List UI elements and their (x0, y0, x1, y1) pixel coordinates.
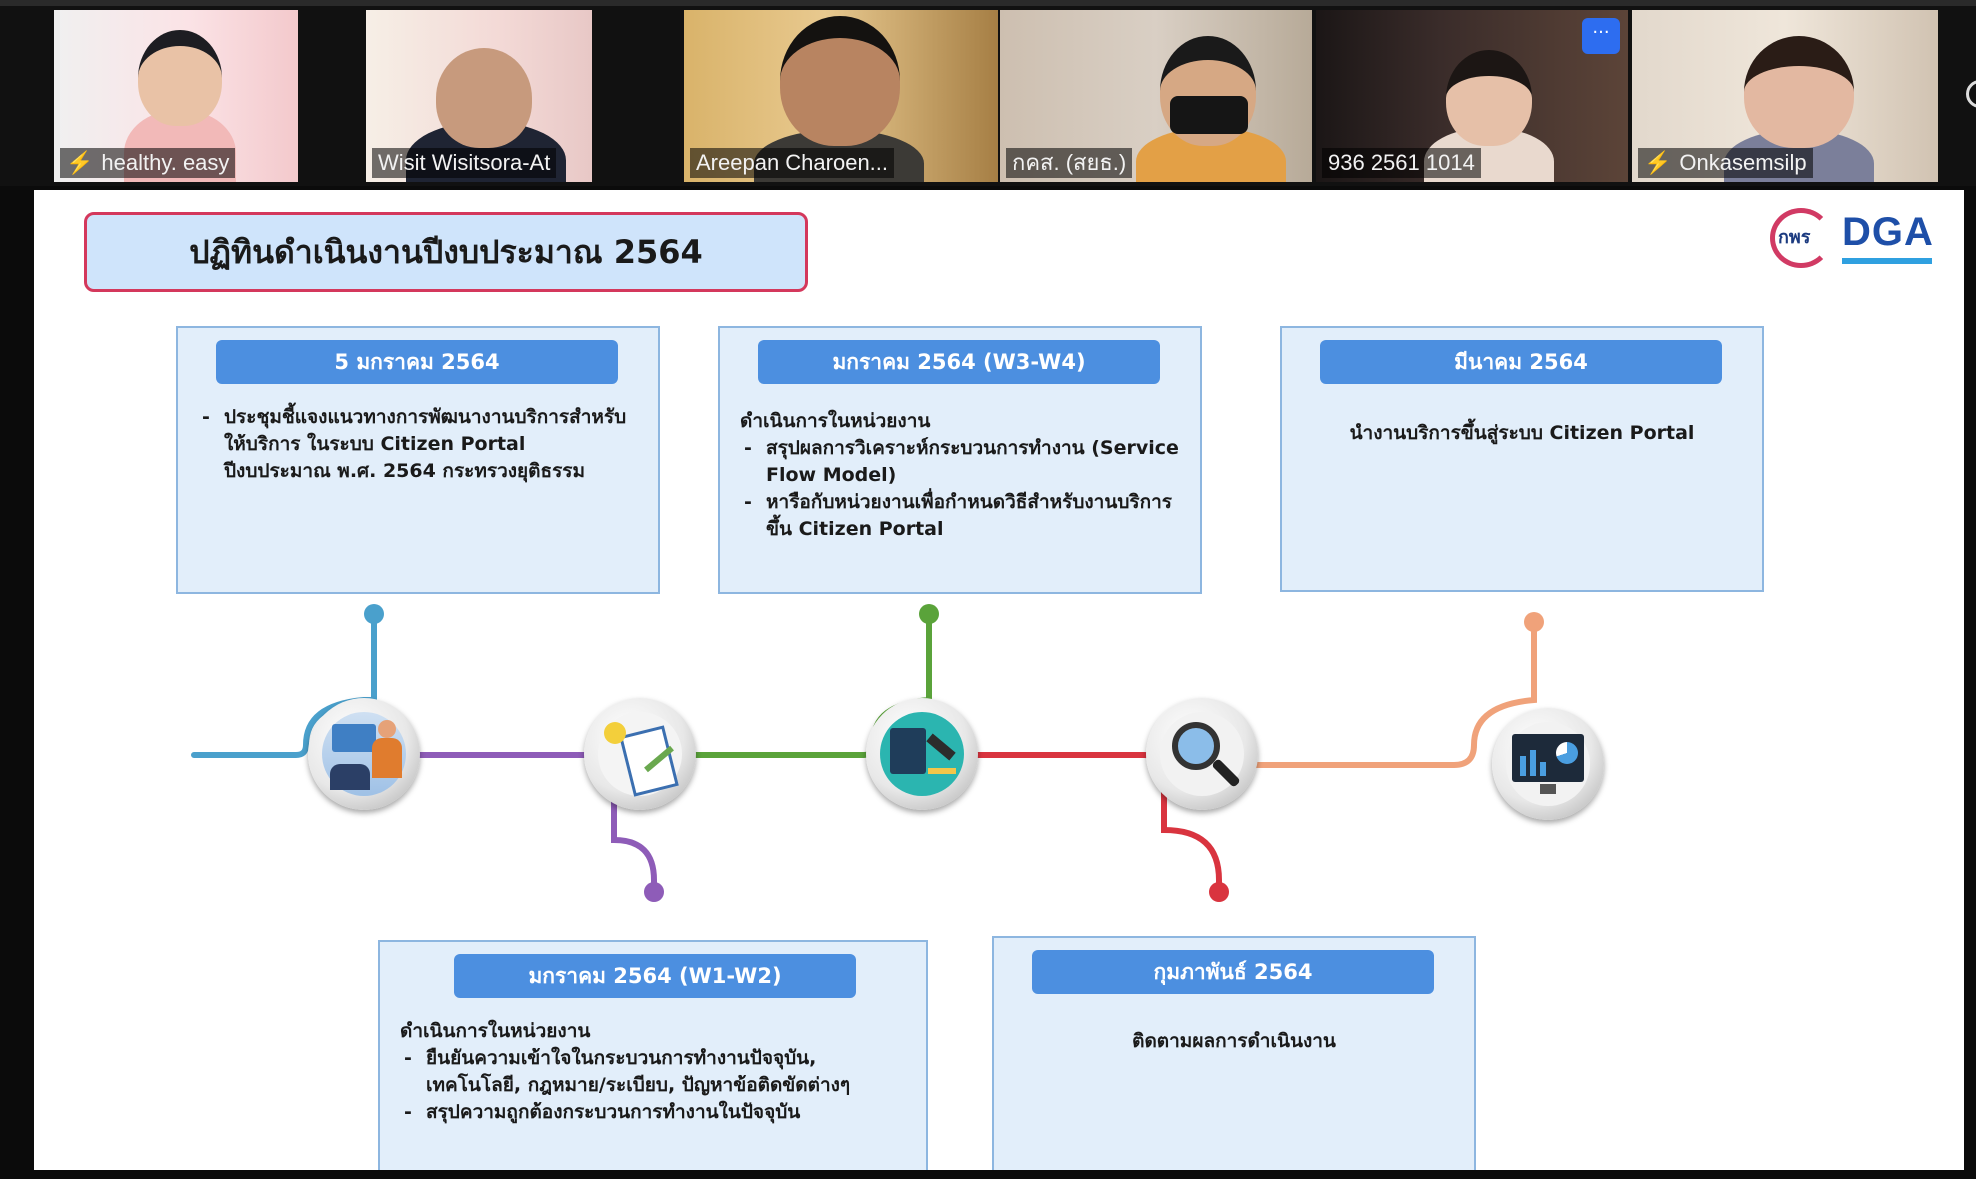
face-mask (1170, 96, 1248, 134)
more-options-button[interactable]: ··· (1582, 18, 1620, 54)
shared-screen-slide: ปฏิทินดำเนินงานปีงบประมาณ 2564 กพร DGA 5… (34, 190, 1964, 1170)
list-item: หารือกับหน่วยงานเพื่อกำหนดวิธีสำหรับงานบ… (744, 489, 1180, 543)
box-intro: ดำเนินการในหน่วยงาน (400, 1020, 591, 1042)
timeline-node (1209, 882, 1229, 902)
timeline-box-february: กุมภาพันธ์ 2564 ติดตามผลการดำเนินงาน (992, 936, 1476, 1170)
box-body: ดำเนินการในหน่วยงาน สรุปผลการวิเคราะห์กร… (740, 408, 1180, 543)
participant-name: 936 2561 1014 (1322, 148, 1481, 178)
timeline-box-jan-w1-w2: มกราคม 2564 (W1-W2) ดำเนินการในหน่วยงาน … (378, 940, 928, 1170)
box-body: ติดตามผลการดำเนินงาน (1132, 1030, 1336, 1052)
timeline-node (1524, 612, 1544, 632)
gavel-book-icon (866, 698, 978, 810)
participant-tile[interactable]: ··· 936 2561 1014 (1316, 10, 1628, 182)
box-heading: 5 มกราคม 2564 (216, 340, 618, 384)
box-body: นำงานบริการขึ้นสู่ระบบ Citizen Portal (1349, 422, 1695, 444)
list-item: ยืนยันความเข้าใจในกระบวนการทำงานปัจจุบัน… (404, 1045, 906, 1099)
box-heading: มกราคม 2564 (W1-W2) (454, 954, 856, 998)
timeline-box-jan-5: 5 มกราคม 2564 ประชุมชี้แจงแนวทางการพัฒนา… (176, 326, 660, 594)
participant-tile[interactable]: ⚡Onkasemsilp (1632, 10, 1938, 182)
dga-logo-text: DGA (1842, 210, 1934, 254)
timeline-node (919, 604, 939, 624)
timeline-box-march: มีนาคม 2564 นำงานบริการขึ้นสู่ระบบ Citiz… (1280, 326, 1764, 592)
timeline-node (644, 882, 664, 902)
opdc-logo-text: กพร (1778, 227, 1811, 248)
list-item: สรุปความถูกต้องกระบวนการทำงานในปัจจุบัน (404, 1099, 906, 1126)
list-item: สรุปผลการวิเคราะห์กระบวนการทำงาน (Servic… (744, 435, 1180, 489)
org-logo: กพร DGA (1770, 208, 1940, 268)
meeting-icon (308, 698, 420, 810)
participant-name: ⚡healthy. easy (60, 148, 236, 178)
participant-name: Areepan Charoen... (690, 148, 895, 178)
box-body: ดำเนินการในหน่วยงาน ยืนยันความเข้าใจในกร… (400, 1018, 906, 1126)
participant-tile-active-speaker[interactable]: Areepan Charoen... (684, 10, 998, 182)
magnifier-icon (1146, 698, 1258, 810)
muted-mic-icon: ⚡ (66, 150, 94, 175)
timeline-segment-1 (191, 615, 378, 758)
muted-mic-icon: ⚡ (1644, 150, 1672, 175)
participant-name: ⚡Onkasemsilp (1638, 148, 1813, 178)
opdc-logo-icon (1770, 208, 1832, 268)
list-item: ประชุมชี้แจงแนวทางการพัฒนางานบริการสำหรั… (202, 404, 638, 485)
box-heading: มกราคม 2564 (W3-W4) (758, 340, 1160, 384)
timeline-segment-5 (1191, 623, 1537, 768)
timeline-connector-lines (191, 604, 1544, 902)
participant-tile[interactable]: กคส. (สยธ.) (1000, 10, 1312, 182)
participant-name: Wisit Wisitsora-At (372, 148, 557, 178)
scroll-indicator-icon[interactable] (1966, 80, 1976, 108)
slide-title: ปฏิทินดำเนินงานปีงบประมาณ 2564 (84, 212, 808, 292)
box-intro: ดำเนินการในหน่วยงาน (740, 410, 931, 432)
box-body: ประชุมชี้แจงแนวทางการพัฒนางานบริการสำหรั… (198, 404, 638, 485)
participant-tile[interactable]: Wisit Wisitsora-At (366, 10, 592, 182)
timeline-box-jan-w3-w4: มกราคม 2564 (W3-W4) ดำเนินการในหน่วยงาน … (718, 326, 1202, 594)
participant-strip: ⚡healthy. easy Wisit Wisitsora-At Areepa… (0, 0, 1976, 186)
checklist-idea-icon (584, 698, 696, 810)
monitor-chart-icon (1492, 708, 1604, 820)
timeline-node (364, 604, 384, 624)
participant-name: กคส. (สยธ.) (1006, 148, 1133, 178)
box-heading: กุมภาพันธ์ 2564 (1032, 950, 1434, 994)
participant-tile[interactable]: ⚡healthy. easy (54, 10, 298, 182)
box-heading: มีนาคม 2564 (1320, 340, 1722, 384)
